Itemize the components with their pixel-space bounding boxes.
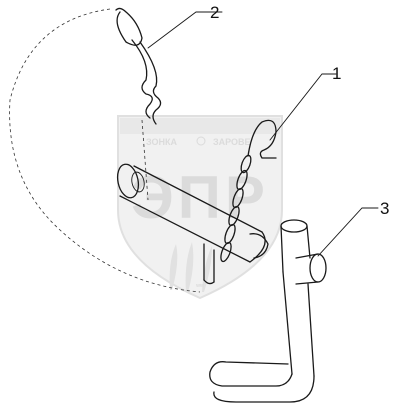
- pin-hole-dashed: [141, 119, 149, 201]
- l-handle-part-3: [209, 219, 327, 403]
- watermark-gear-icon: [196, 136, 206, 146]
- watermark-right-word: ЗАРОВЕ: [213, 137, 251, 147]
- chain: [220, 154, 252, 263]
- callout-2: 2: [210, 3, 219, 22]
- pin-part-1: [116, 119, 277, 285]
- watermark-left-word: ЗОНКА: [146, 137, 178, 147]
- assembly-dashed-path: [9, 8, 201, 293]
- pin-end-face: [116, 163, 140, 199]
- callout-1: 1: [332, 64, 341, 83]
- callout-3: 3: [380, 199, 389, 218]
- watermark-tiny: ww: [195, 283, 204, 289]
- watermark-brand: ЭПР: [131, 164, 269, 231]
- leader-lines: [147, 11, 379, 257]
- spring-clip-part-2: [115, 7, 162, 125]
